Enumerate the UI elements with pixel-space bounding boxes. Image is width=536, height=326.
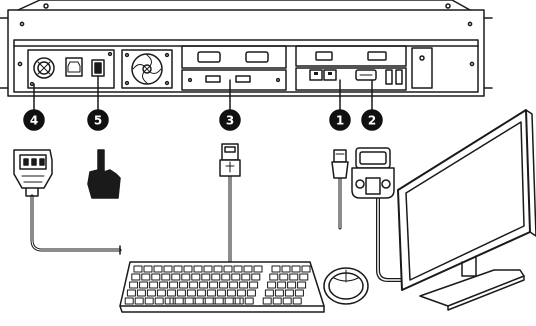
callout-network-cable: 1 [330, 110, 350, 130]
expansion-card-area [182, 46, 286, 90]
keyboard [120, 262, 324, 312]
io-panel [296, 46, 432, 90]
callout-badges: 4 5 3 1 2 [24, 110, 382, 130]
callout-power-switch: 5 [88, 110, 108, 130]
cooling-fan [122, 50, 172, 88]
callout-number: 2 [368, 114, 376, 128]
network-plug [332, 150, 348, 178]
callout-number: 3 [226, 114, 234, 128]
callout-number: 4 [30, 114, 38, 128]
usb-plug [220, 144, 240, 176]
vga-plug [352, 148, 394, 198]
power-cable [32, 196, 120, 250]
callout-power-cord: 4 [24, 110, 44, 130]
leader-lines [34, 76, 372, 110]
mouse [324, 268, 368, 304]
pointing-hand [88, 150, 120, 198]
monitor [398, 110, 536, 310]
power-switch [92, 60, 104, 76]
callout-vga-monitor: 2 [362, 110, 382, 130]
callout-number: 5 [94, 114, 102, 128]
power-plug [14, 150, 52, 196]
callout-usb-keyboard: 3 [220, 110, 240, 130]
callout-number: 1 [336, 114, 344, 128]
